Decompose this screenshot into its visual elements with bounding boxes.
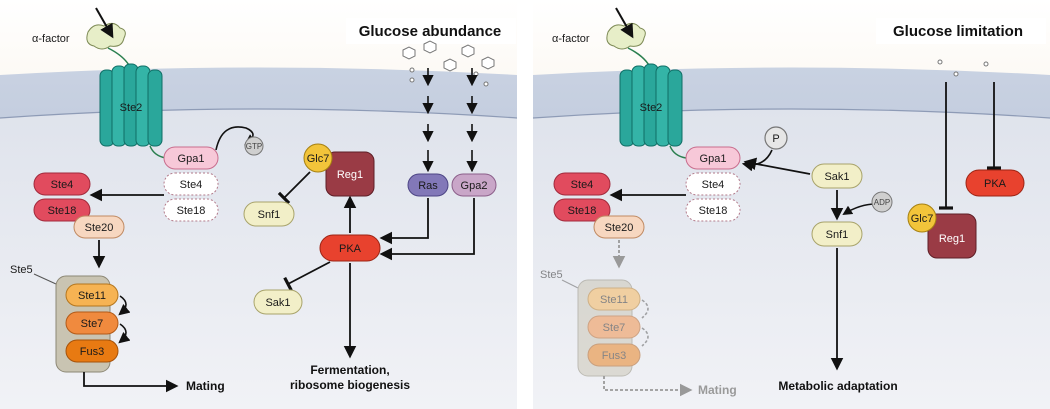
left-ste18-node [33, 198, 91, 222]
left-ste2-label: Ste2 [120, 102, 143, 114]
left-gpa1-node [163, 146, 219, 170]
right-sak1-node [811, 163, 863, 189]
right-reg1-node [927, 213, 977, 259]
right-ste2-receptor: Ste2 [619, 63, 683, 147]
left-fus3-label: Fus3 [80, 346, 104, 358]
right-fus3-node [587, 343, 641, 367]
left-snf1-node [243, 201, 295, 227]
left-pka-node [319, 234, 381, 262]
left-ste4-label: Ste4 [51, 179, 74, 191]
right-ste18-ghost-label: Ste18 [699, 205, 728, 217]
right-glc7-node [907, 203, 937, 233]
right-gpa1-label: Gpa1 [700, 153, 727, 165]
left-ste20-node [73, 215, 125, 239]
right-title: Glucose limitation [893, 23, 1023, 40]
right-panel: Glucose limitation α-factor Ste2 Gpa1 St… [532, 0, 1050, 409]
left-ste11-node [65, 283, 119, 307]
left-fus3-node [65, 339, 119, 363]
left-sak1-node [253, 289, 303, 315]
right-glucose-sparse [937, 59, 989, 77]
right-outcome-label: Metabolic adaptation [778, 379, 897, 393]
right-ste11-label: Ste11 [600, 294, 628, 306]
left-ste7-node [65, 311, 119, 335]
right-ste20-node [593, 215, 645, 239]
right-ste2-label: Ste2 [640, 102, 663, 114]
right-fus3-label: Fus3 [602, 350, 626, 362]
left-reg1-node [325, 151, 375, 197]
right-ste4-node [553, 172, 611, 196]
left-ste4-ghost-node [163, 172, 219, 196]
left-ste4-node [33, 172, 91, 196]
right-ste18-ghost-node [685, 198, 741, 222]
right-ste18-label: Ste18 [568, 205, 597, 217]
left-ras-label: Ras [418, 180, 438, 192]
left-gtp-label: GTP [246, 142, 262, 151]
left-glc7-label: Glc7 [307, 153, 330, 165]
left-ste18-ghost-node [163, 198, 219, 222]
left-panel: Glucose abundance α-factor Ste2 Gpa1 Ste… [0, 0, 518, 409]
right-phospho-circle [764, 126, 788, 150]
left-sak1-label: Sak1 [265, 297, 290, 309]
left-ste11-label: Ste11 [78, 290, 106, 302]
panel-divider [517, 0, 533, 409]
right-ste4-label: Ste4 [571, 179, 594, 191]
right-adp-label: ADP [874, 198, 890, 207]
right-glc7-label: Glc7 [911, 213, 934, 225]
right-ste5-label: Ste5 [540, 269, 563, 281]
left-ste5-label: Ste5 [10, 264, 33, 276]
right-ste7-node [587, 315, 641, 339]
right-ste5-module-inactive: Ste5 Ste11 Ste7 Fus3 [540, 269, 649, 377]
left-glucose-molecules [402, 40, 495, 87]
right-adp-circle [871, 191, 893, 213]
right-pka-node [965, 169, 1025, 197]
right-snf1-node [811, 221, 863, 247]
left-ligand-label: α-factor [32, 33, 70, 45]
right-cytoplasm [533, 109, 1050, 409]
left-outcome-line2: ribosome biogenesis [290, 378, 410, 392]
left-gpa1-label: Gpa1 [178, 153, 205, 165]
left-ste2-receptor: Ste2 [99, 63, 163, 147]
left-gpa2-label: Gpa2 [461, 180, 488, 192]
left-title: Glucose abundance [359, 23, 502, 40]
right-pka-label: PKA [984, 178, 1007, 190]
left-ste20-label: Ste20 [85, 222, 114, 234]
right-ste11-node [587, 287, 641, 311]
right-sak1-label: Sak1 [824, 171, 849, 183]
left-pka-label: PKA [339, 243, 362, 255]
right-phospho-label: P [772, 133, 779, 145]
right-ste4-ghost-node [685, 172, 741, 196]
left-ste7-label: Ste7 [81, 318, 104, 330]
left-ste18-label: Ste18 [48, 205, 77, 217]
left-mating-label: Mating [186, 379, 225, 393]
left-ste4-ghost-label: Ste4 [180, 179, 203, 191]
left-glc7-node [303, 143, 333, 173]
right-ste18-node [553, 198, 611, 222]
right-ligand-label: α-factor [552, 33, 590, 45]
right-reg1-label: Reg1 [939, 233, 965, 245]
right-snf1-label: Snf1 [826, 229, 849, 241]
right-mating-label: Mating [698, 383, 737, 397]
right-gpa1-node [685, 146, 741, 170]
left-reg1-label: Reg1 [337, 169, 363, 181]
right-ste7-label: Ste7 [603, 322, 626, 334]
left-outcome-line1: Fermentation, [310, 363, 389, 377]
left-gpa2-node [451, 173, 497, 197]
left-ras-node [407, 173, 449, 197]
right-ste20-label: Ste20 [605, 222, 634, 234]
left-snf1-label: Snf1 [258, 209, 281, 221]
left-gtp-circle [244, 136, 264, 156]
right-ste4-ghost-label: Ste4 [702, 179, 725, 191]
left-ste18-ghost-label: Ste18 [177, 205, 206, 217]
